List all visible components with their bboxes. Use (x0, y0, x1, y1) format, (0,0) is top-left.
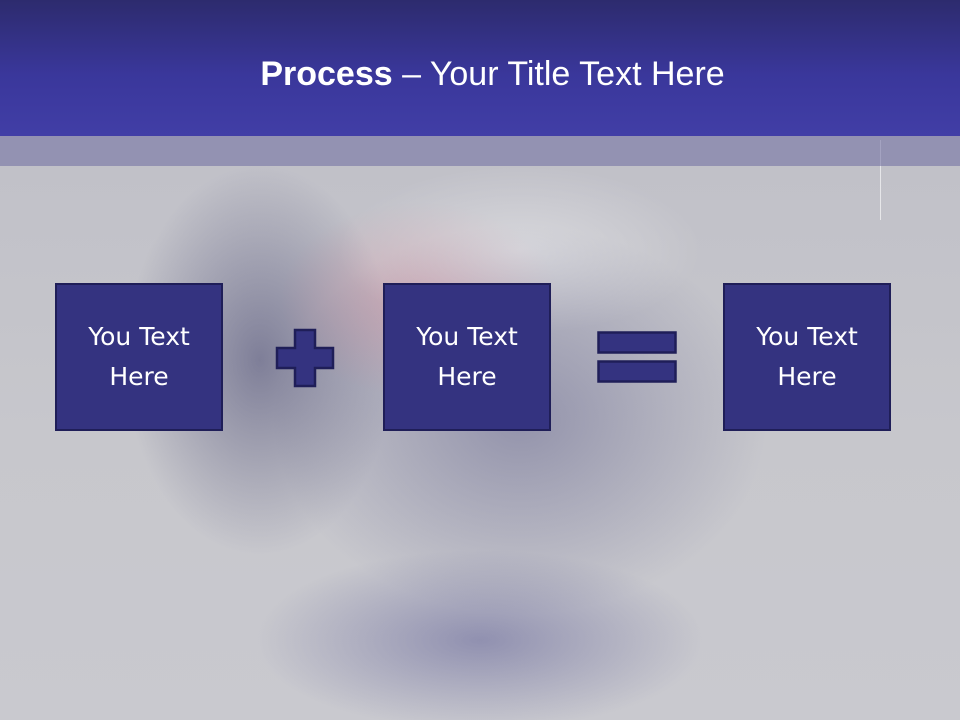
light-streak (880, 140, 881, 220)
equals-icon (597, 331, 677, 383)
title-rest: – Your Title Text Here (392, 55, 725, 93)
title-bar (0, 0, 960, 136)
process-box-2-text: You Text Here (416, 322, 518, 391)
process-box-3[interactable]: You Text Here (723, 283, 891, 431)
process-box-2[interactable]: You Text Here (383, 283, 551, 431)
plus-icon (275, 328, 335, 388)
process-box-1[interactable]: You Text Here (55, 283, 223, 431)
title-subband (0, 136, 960, 166)
process-box-3-text: You Text Here (756, 322, 858, 391)
slide-title: Process – Your Title Text Here (0, 52, 960, 96)
title-bold: Process (260, 55, 393, 93)
process-box-1-text: You Text Here (88, 322, 190, 391)
